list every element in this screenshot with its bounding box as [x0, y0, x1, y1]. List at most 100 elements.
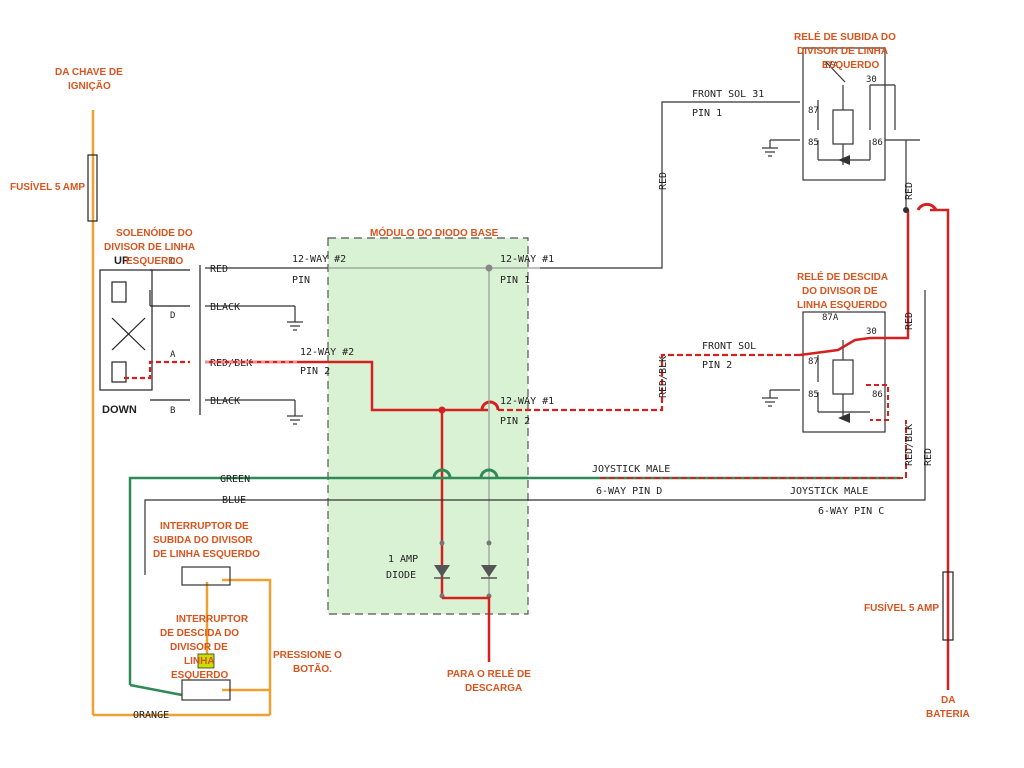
relay-up-diode: [838, 155, 850, 165]
svg-text:30: 30: [866, 327, 877, 337]
svg-text:87A: 87A: [822, 313, 839, 323]
red-wire-up-relay: [540, 101, 800, 269]
relay-down-label-3: LINHA ESQUERDO: [797, 300, 887, 311]
switch-up[interactable]: [181, 566, 231, 586]
press-button-label-2: BOTÃO.: [293, 662, 332, 675]
green-hop-1: [432, 468, 452, 479]
svg-text:86: 86: [872, 138, 883, 148]
switch-down-label-1: INTERRUPTOR: [176, 614, 249, 625]
red-vertical-right2-label: RED: [904, 312, 915, 330]
junction-right: [903, 207, 909, 213]
svg-text:85: 85: [808, 390, 819, 400]
solenoid-label-2: DIVISOR DE LINHA: [104, 242, 195, 253]
junction-dot-top: [485, 264, 493, 272]
solenoid-label-3: ESQUERDO: [126, 256, 183, 267]
pin2-down: PIN 2: [702, 360, 732, 371]
relay-up: [769, 47, 920, 181]
pin-d-label: D: [170, 311, 175, 321]
junction-dot-red: [438, 406, 446, 414]
relay-down-diode: [838, 413, 850, 423]
relay-up-label-3: ESQUERDO: [822, 60, 879, 71]
diode-module-label: MÓDULO DO DIODO BASE: [370, 226, 499, 239]
red-vertical-up-label: RED: [658, 172, 669, 190]
ground-symbols: [287, 147, 778, 425]
solenoid-red-loop: [124, 360, 190, 380]
fuse-right-label: FUSÍVEL 5 AMP: [864, 601, 939, 614]
solenoid-wires: [205, 267, 328, 416]
switch-down-label-2: DE DESCIDA DO: [160, 628, 239, 639]
fuse-left: [87, 154, 98, 222]
switch-down-label-3: DIVISOR DE: [170, 642, 228, 653]
conn-12way1-mid: 12-WAY #1: [500, 396, 554, 407]
ignition-label-2: IGNIÇÃO: [68, 79, 111, 92]
switch-down[interactable]: [181, 679, 231, 701]
red-blk-vertical2-label: RED/BLK: [904, 424, 915, 466]
conn-12way2-mid: 12-WAY #2: [300, 347, 354, 358]
relay-down-terminals: 87A 30 87 85 86: [808, 313, 883, 400]
svg-text:87: 87: [808, 106, 819, 116]
pin-c-label: C: [170, 257, 175, 267]
conn-12way2-top: 12-WAY #2: [292, 254, 346, 265]
relay-down: [769, 311, 886, 433]
fuse-left-label: FUSÍVEL 5 AMP: [10, 180, 85, 193]
wire-redblk-label: RED/BLK: [210, 358, 252, 369]
svg-text:86: 86: [872, 390, 883, 400]
svg-text:87A: 87A: [822, 61, 839, 71]
green-to-switch: [129, 683, 183, 697]
relay-up-label-2: DIVISOR DE LINHA: [797, 46, 888, 57]
relay-down-dashed: [866, 384, 889, 421]
red-blk-to-relay: [498, 353, 800, 412]
dump-relay-label-1: PARA O RELÉ DE: [447, 667, 531, 680]
solenoid-up-label: UP: [114, 255, 129, 267]
front-sol: FRONT SOL: [702, 341, 756, 352]
diode-module-box: [327, 237, 529, 615]
orange-wire-label: ORANGE: [133, 710, 169, 721]
switch-up-label-1: INTERRUPTOR DE: [160, 521, 249, 532]
dump-relay-wire: [442, 596, 491, 662]
switch-down-label-4: LINHA: [184, 656, 215, 667]
switch-up-label-3: DE LINHA ESQUERDO: [153, 549, 260, 560]
battery-label-2: BATERIA: [926, 709, 970, 720]
solenoid-down-label: DOWN: [102, 404, 137, 416]
red-hop: [480, 400, 500, 411]
battery-hop: [916, 202, 938, 211]
green-dashed-red: [600, 420, 907, 479]
wire-red-label: RED: [210, 264, 228, 275]
conn-pin-top: PIN: [292, 275, 310, 286]
relay-up-switch: [825, 61, 846, 83]
relay-up-label-1: RELÉ DE SUBIDA DO: [794, 30, 896, 43]
solenoid-label-1: SOLENÓIDE DO: [116, 226, 193, 239]
diodes: [434, 540, 497, 599]
orange-wire: [91, 110, 272, 717]
pin-a-label: A: [170, 350, 176, 360]
red-vertical-right3-label: RED: [923, 448, 934, 466]
green-label: GREEN: [220, 474, 250, 485]
pin1-up: PIN 1: [692, 108, 722, 119]
ignition-label-1: DA CHAVE DE: [55, 67, 123, 78]
wire-black2-label: BLACK: [210, 396, 240, 407]
relay-up-terminals: 87A 30 87 85 86: [808, 61, 883, 148]
conn-pin2-mid: PIN 2: [300, 366, 330, 377]
relay-down-red-path: [799, 210, 910, 357]
diode-label-1: 1 AMP: [388, 554, 418, 565]
red-vertical-right-label: RED: [904, 182, 915, 200]
red-blk-vertical-label: RED/BLK: [658, 356, 669, 398]
conn-pin2-right: PIN 2: [500, 416, 530, 427]
battery-label-1: DA: [941, 695, 955, 706]
blue-label: BLUE: [222, 495, 246, 506]
diode-label-2: DIODE: [386, 570, 416, 581]
six-way-d: 6-WAY PIN D: [596, 486, 662, 497]
green-hop-2: [479, 468, 499, 479]
pin-b-label: B: [170, 406, 175, 416]
svg-text:87: 87: [808, 357, 819, 367]
switch-down-label-5: ESQUERDO: [171, 670, 228, 681]
svg-text:85: 85: [808, 138, 819, 148]
press-button-indicator[interactable]: [197, 653, 215, 669]
conn-12way1-top: 12-WAY #1: [500, 254, 554, 265]
dump-relay-label-2: DESCARGA: [465, 683, 522, 694]
joystick-male-2: JOYSTICK MALE: [790, 486, 868, 497]
conn-pin1: PIN 1: [500, 275, 530, 286]
relay-down-label-2: DO DIVISOR DE: [802, 286, 878, 297]
press-button-label-1: PRESSIONE O: [273, 650, 342, 661]
